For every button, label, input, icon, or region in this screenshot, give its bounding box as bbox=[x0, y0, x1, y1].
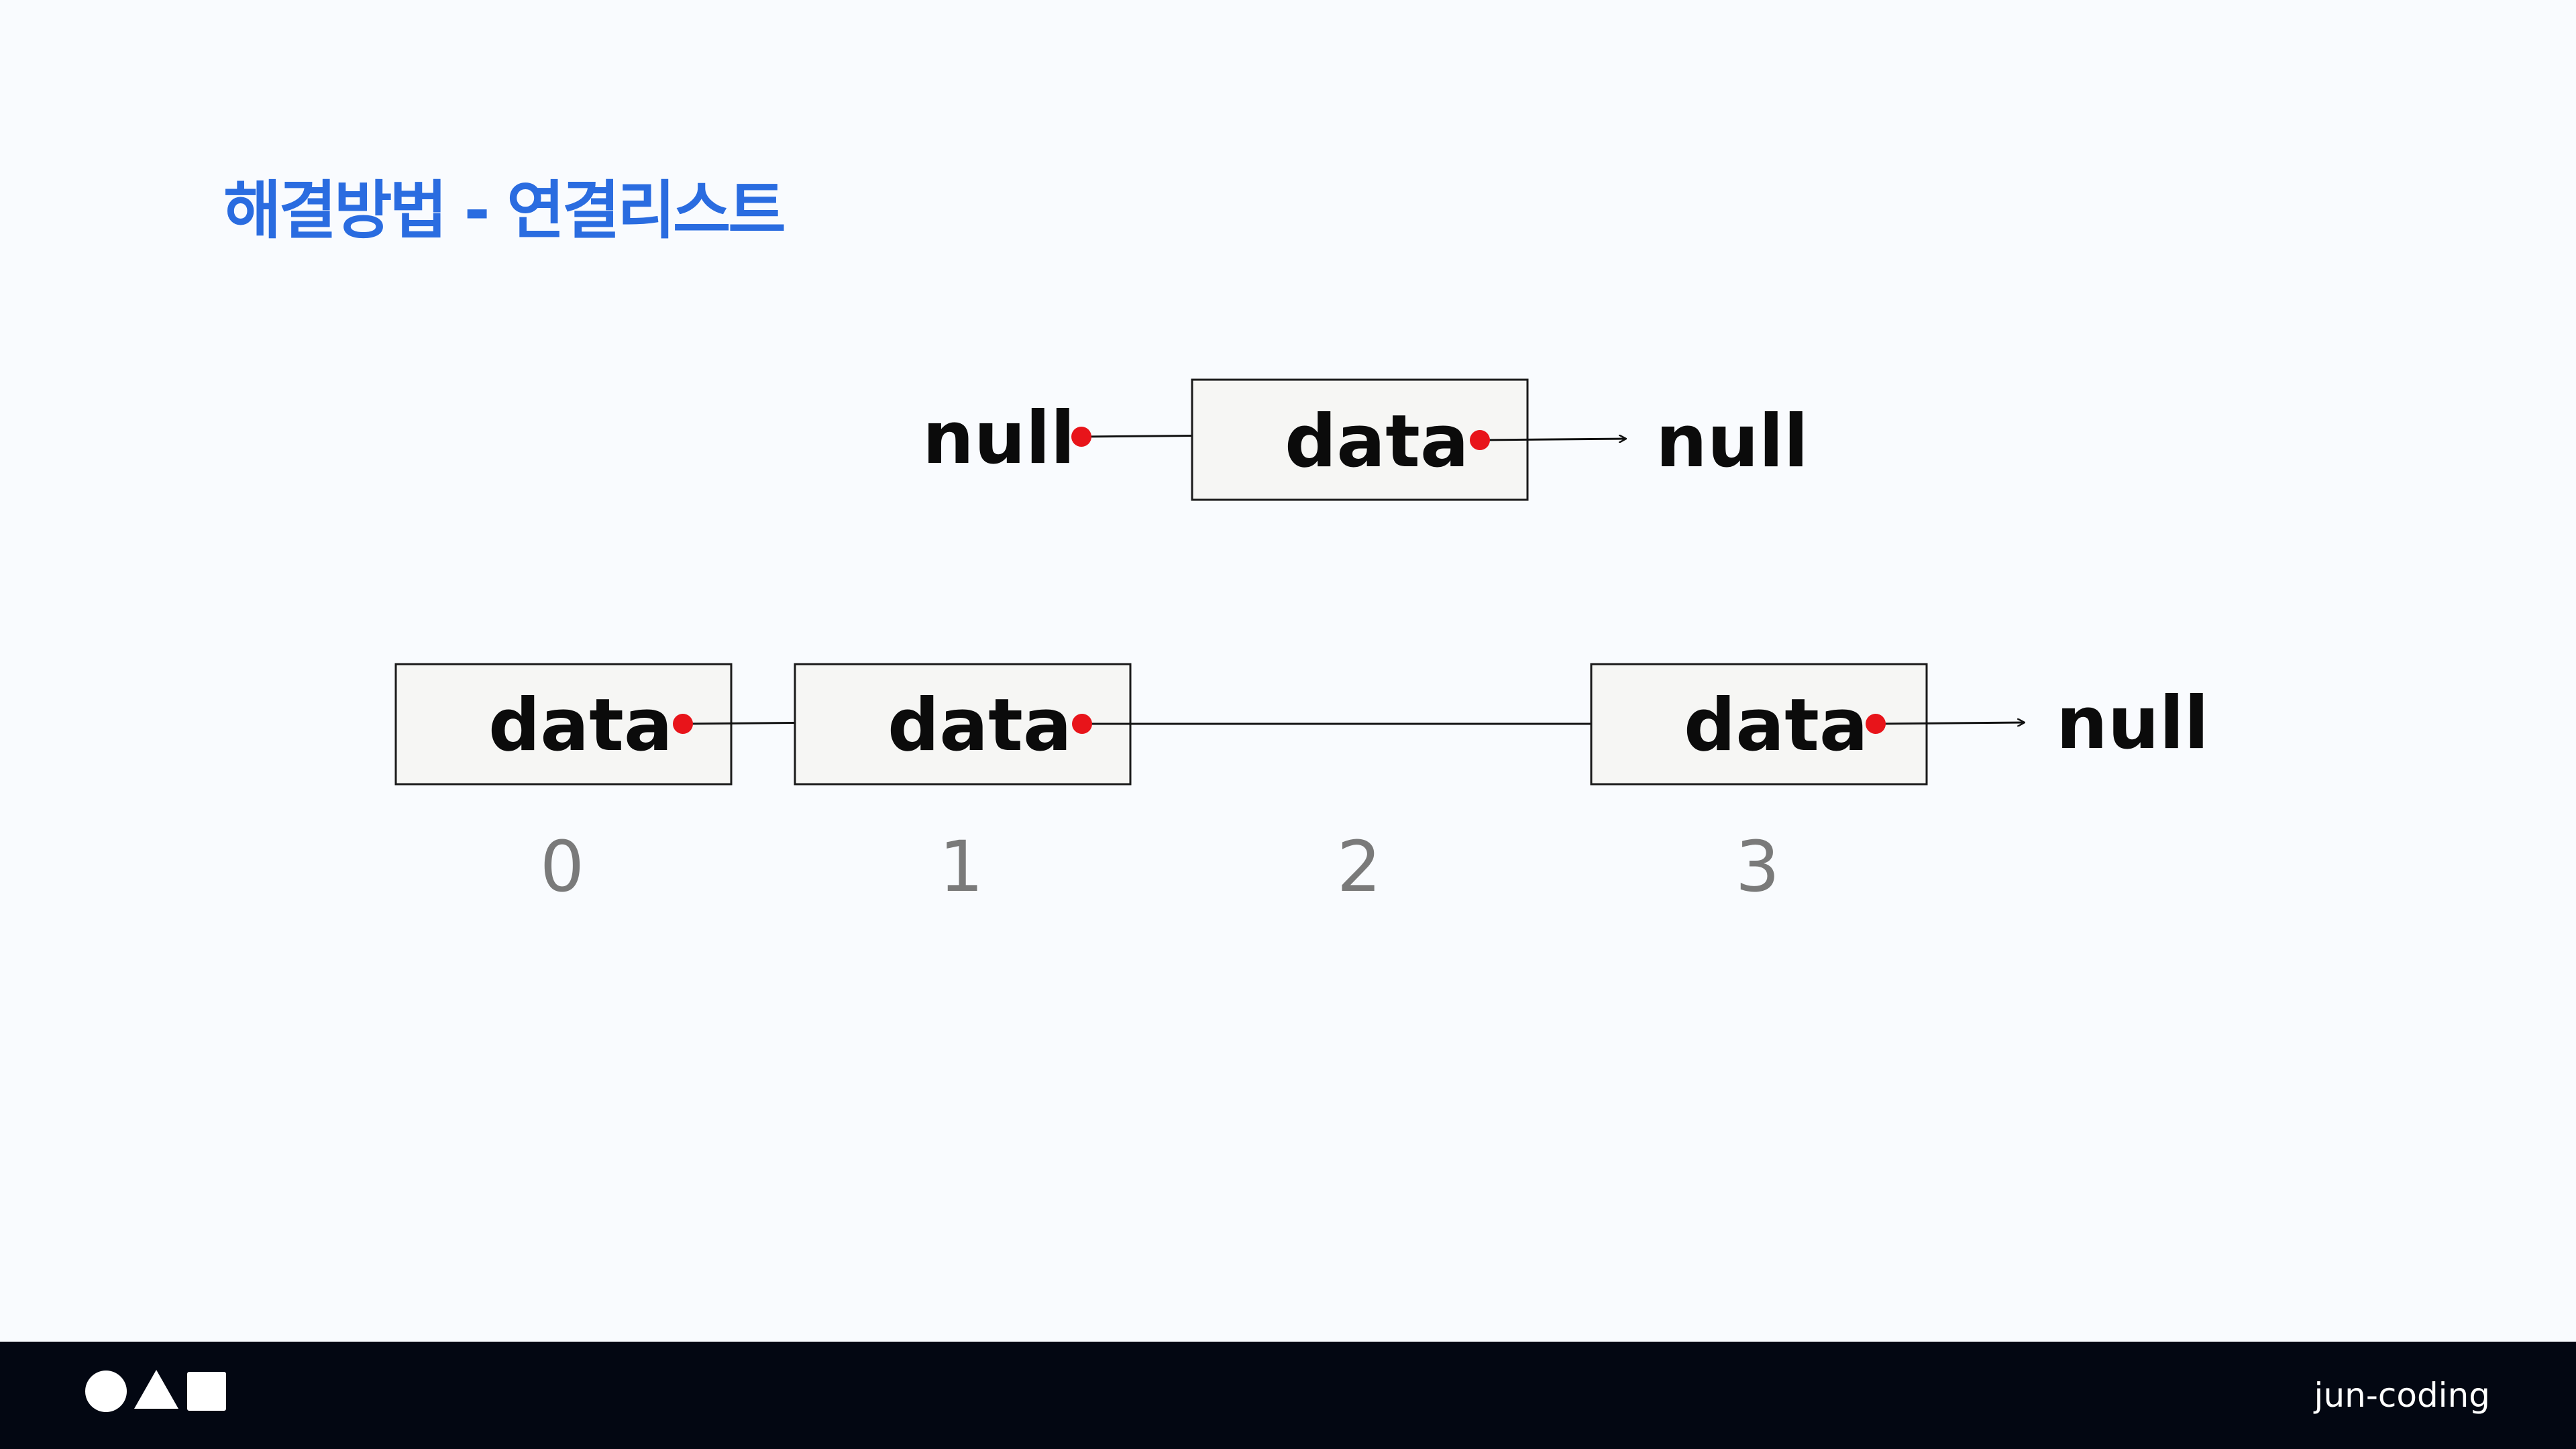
list-node-1-pointer-dot bbox=[1072, 714, 1092, 734]
single-node-next-pointer-dot bbox=[1470, 430, 1490, 450]
single-node-right-null: null bbox=[1656, 400, 1809, 484]
triangle-icon bbox=[134, 1370, 178, 1409]
list-index-3: 3 bbox=[1735, 826, 1780, 908]
brand-name: jun-coding bbox=[2314, 1376, 2490, 1415]
list-tail-null: null bbox=[2056, 682, 2209, 765]
list-node-0-label: data bbox=[488, 684, 673, 767]
list-index-2: 2 bbox=[1337, 826, 1381, 908]
linked-list-diagram: null data null data data data null 0 1 2… bbox=[394, 378, 2209, 908]
single-node-left-null: null bbox=[922, 396, 1075, 480]
list-node-3-pointer-dot bbox=[1866, 714, 1886, 734]
single-node-next-pointer-line bbox=[1479, 439, 1626, 440]
list-node-1-label: data bbox=[888, 684, 1072, 767]
circle-icon bbox=[85, 1371, 127, 1412]
single-node-data-label: data bbox=[1285, 400, 1469, 484]
list-node-3-label: data bbox=[1684, 684, 1868, 767]
list-node-3-next-pointer-line bbox=[1875, 722, 2025, 724]
list-index-1: 1 bbox=[939, 826, 983, 908]
square-icon bbox=[187, 1372, 226, 1411]
single-node-prev-pointer-dot bbox=[1071, 427, 1091, 447]
list-node-0-pointer-dot bbox=[673, 714, 693, 734]
list-index-0: 0 bbox=[540, 826, 584, 908]
slide-title: 해결방법 - 연결리스트 bbox=[223, 174, 786, 248]
footer-bar: jun-coding bbox=[0, 1342, 2576, 1449]
